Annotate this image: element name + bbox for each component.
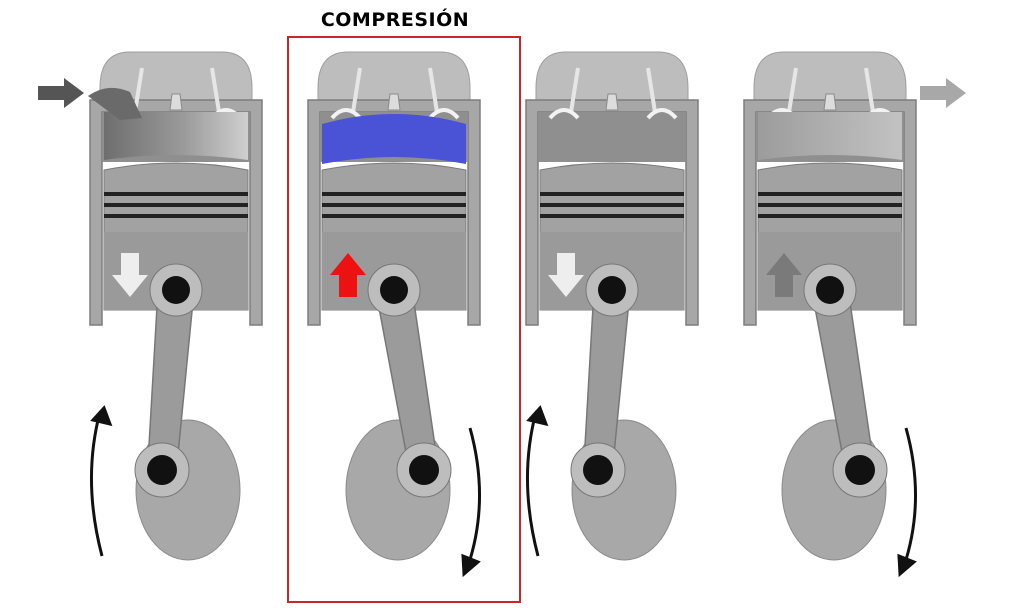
exhaust-flow-arrow-icon: [920, 78, 966, 108]
exhaust-valve-head: [646, 108, 678, 120]
intake-valve-head: [330, 108, 362, 120]
spark-plug: [387, 93, 401, 111]
intake-mixture: [104, 112, 248, 160]
intake-valve-stem: [351, 67, 362, 113]
wrist-pin: [380, 276, 408, 304]
intake-valve-stem: [569, 67, 580, 113]
engine-panel-1: [38, 51, 263, 561]
crank-pin: [583, 455, 613, 485]
rotation-arrow-icon: [526, 405, 549, 427]
rotation-arc: [466, 427, 481, 567]
exhaust-valve-stem: [428, 67, 439, 113]
piston-ring: [322, 214, 466, 218]
intake-valve-stem: [787, 67, 798, 113]
piston-ring: [540, 214, 684, 218]
intake-port-flow: [88, 87, 142, 120]
piston-ring: [540, 192, 684, 196]
rotation-arc: [902, 427, 917, 567]
piston-ring: [758, 214, 902, 218]
rotation-arc: [525, 411, 540, 557]
rotation-arrow-icon: [897, 553, 917, 578]
intake-flow-arrow-icon: [38, 78, 84, 108]
piston-ring: [758, 203, 902, 207]
combustion-chamber: [538, 112, 686, 162]
exhaust-valve-stem: [646, 67, 657, 113]
arrow-down-icon: [548, 253, 584, 297]
wrist-pin: [598, 276, 626, 304]
rotation-arrow-icon: [461, 553, 481, 578]
intake-valve-stem: [133, 67, 144, 113]
spark-plug: [823, 93, 837, 111]
engine-panel-2: [307, 51, 481, 578]
spark-plug: [169, 93, 183, 111]
crank-pin: [845, 455, 875, 485]
rotation-arc: [89, 411, 104, 557]
engine-panel-4: [743, 51, 966, 578]
spark-plug: [605, 93, 619, 111]
wrist-pin: [162, 276, 190, 304]
exhaust-gas: [758, 112, 902, 160]
piston-ring: [104, 214, 248, 218]
piston-ring: [540, 203, 684, 207]
arrow-down-icon: [112, 253, 148, 297]
piston-ring: [322, 192, 466, 196]
intake-valve-head: [548, 108, 580, 120]
rotation-arrow-icon: [90, 405, 113, 427]
piston-ring: [104, 203, 248, 207]
crank-pin: [409, 455, 439, 485]
piston-ring: [758, 192, 902, 196]
highlight-frame: [287, 36, 521, 603]
cylinder-head: [753, 51, 907, 101]
exhaust-valve-stem: [864, 67, 875, 113]
arrow-up-icon: [330, 253, 366, 297]
arrow-up-icon: [766, 253, 802, 297]
exhaust-valve-head: [428, 108, 460, 120]
exhaust-valve-stem: [210, 67, 221, 113]
cylinder-head: [317, 51, 471, 101]
engine-panel-3: [525, 51, 699, 561]
wrist-pin: [816, 276, 844, 304]
compressed-mixture: [322, 114, 466, 164]
cylinder-head: [535, 51, 689, 101]
crank-pin: [147, 455, 177, 485]
piston-ring: [322, 203, 466, 207]
piston-ring: [104, 192, 248, 196]
diagram-title: COMPRESIÓN: [320, 9, 470, 31]
